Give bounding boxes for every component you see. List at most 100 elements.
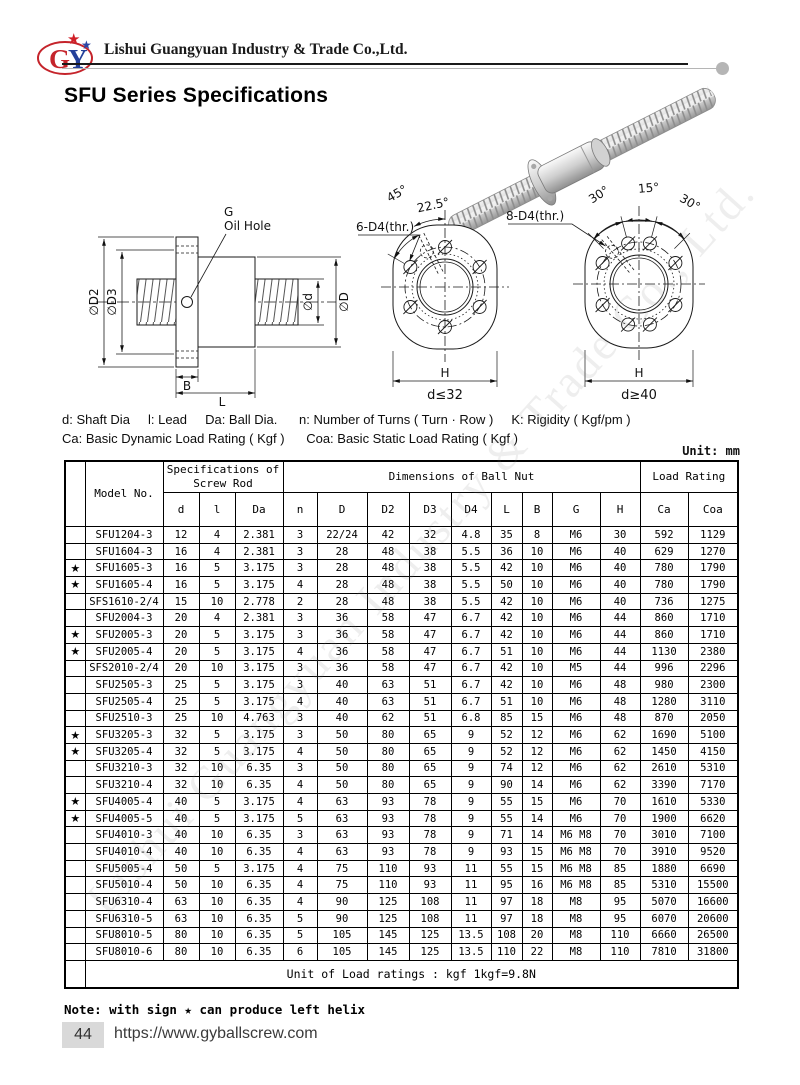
left-helix-star-cell — [64, 776, 86, 794]
value-cell: 93 — [366, 793, 410, 811]
value-cell: 3.175 — [234, 559, 284, 578]
value-cell: 4 — [282, 893, 318, 911]
value-cell: 63 — [316, 793, 368, 811]
model-no-cell: SFU1605-3 — [84, 559, 164, 578]
value-cell: 13.5 — [450, 926, 492, 945]
page-number: 44 — [62, 1022, 104, 1048]
value-cell: 16 — [162, 542, 200, 561]
legend-line-1: d: Shaft Dia l: Lead Da: Ball Dia. n: Nu… — [62, 412, 631, 427]
label-oil-hole: Oil Hole — [224, 219, 271, 233]
value-cell: 9 — [450, 742, 492, 761]
value-cell: 62 — [599, 726, 641, 744]
value-cell: 3390 — [639, 776, 689, 794]
model-no-cell: SFU4010-4 — [84, 843, 164, 861]
model-no-cell: SFU8010-5 — [84, 926, 164, 945]
value-cell: 110 — [490, 943, 523, 961]
value-cell: 36 — [316, 659, 368, 678]
value-cell: 860 — [639, 609, 689, 628]
value-cell: 6.35 — [234, 843, 284, 861]
value-cell: 12 — [521, 759, 553, 778]
left-helix-star-cell — [64, 926, 86, 945]
value-cell: 5 — [198, 859, 236, 878]
value-cell: M6 — [551, 559, 601, 578]
value-cell: 9 — [450, 843, 492, 861]
value-cell: 5070 — [639, 893, 689, 911]
value-cell: 5 — [198, 809, 236, 828]
value-cell: 50 — [316, 776, 368, 794]
value-cell: 1790 — [687, 559, 739, 578]
value-cell: 105 — [316, 943, 368, 961]
label-angle-30-left: 30° — [586, 183, 611, 206]
value-cell: 52 — [490, 726, 523, 744]
value-cell: 14 — [521, 776, 553, 794]
value-cell: 6.7 — [450, 626, 492, 644]
value-cell: 75 — [316, 859, 368, 878]
column-header-n: n — [282, 492, 318, 527]
value-cell: 20 — [521, 926, 553, 945]
value-cell: 36 — [316, 626, 368, 644]
value-cell: M6 — [551, 642, 601, 661]
value-cell: 110 — [599, 943, 641, 961]
value-cell: 10 — [521, 676, 553, 694]
value-cell: 5 — [198, 793, 236, 811]
value-cell: 48 — [366, 559, 410, 578]
logo-letter-g: G — [49, 44, 70, 74]
value-cell: 9 — [450, 809, 492, 828]
value-cell: 3.175 — [234, 626, 284, 644]
model-no-cell: SFU2505-4 — [84, 692, 164, 711]
left-helix-star-cell — [64, 659, 86, 678]
value-cell: 9 — [450, 793, 492, 811]
value-cell: 3 — [282, 659, 318, 678]
value-cell: 42 — [490, 559, 523, 578]
value-cell: 35 — [490, 526, 523, 544]
value-cell: 65 — [408, 726, 452, 744]
label-angle-15: 15° — [637, 180, 659, 196]
value-cell: 3 — [282, 676, 318, 694]
value-cell: 1880 — [639, 859, 689, 878]
value-cell: 42 — [490, 626, 523, 644]
model-no-cell: SFU3205-4 — [84, 742, 164, 761]
value-cell: 6.35 — [234, 826, 284, 845]
value-cell: 1450 — [639, 742, 689, 761]
value-cell: 3110 — [687, 692, 739, 711]
left-helix-star-cell — [64, 826, 86, 845]
value-cell: M6 — [551, 676, 601, 694]
value-cell: 70 — [599, 826, 641, 845]
model-no-cell: SFU5005-4 — [84, 859, 164, 878]
value-cell: 42 — [490, 592, 523, 611]
value-cell: 6.7 — [450, 676, 492, 694]
value-cell: 31800 — [687, 943, 739, 961]
value-cell: 9 — [450, 776, 492, 794]
column-header-g: G — [551, 492, 601, 527]
value-cell: 32 — [162, 776, 200, 794]
value-cell: 2.381 — [234, 542, 284, 561]
value-cell: 78 — [408, 843, 452, 861]
value-cell: 40 — [316, 676, 368, 694]
value-cell: 11 — [450, 859, 492, 878]
value-cell: 78 — [408, 793, 452, 811]
value-cell: 12 — [521, 742, 553, 761]
value-cell: 55 — [490, 859, 523, 878]
value-cell: 6.35 — [234, 943, 284, 961]
value-cell: 40 — [162, 793, 200, 811]
value-cell: 80 — [366, 742, 410, 761]
value-cell: 10 — [521, 576, 553, 594]
value-cell: 125 — [366, 893, 410, 911]
column-header-d3: D3 — [408, 492, 452, 527]
label-dia-d2: ∅D2 — [87, 288, 101, 315]
value-cell: 36 — [490, 542, 523, 561]
value-cell: 42 — [490, 659, 523, 678]
value-cell: 55 — [490, 809, 523, 828]
value-cell: 10 — [198, 876, 236, 895]
value-cell: 93 — [366, 843, 410, 861]
value-cell: 97 — [490, 893, 523, 911]
value-cell: 6.7 — [450, 642, 492, 661]
group-header-screw-rod: Specifications of Screw Rod — [162, 460, 284, 493]
logo-ellipse — [37, 41, 93, 75]
value-cell: M8 — [551, 926, 601, 945]
value-cell: 3.175 — [234, 726, 284, 744]
